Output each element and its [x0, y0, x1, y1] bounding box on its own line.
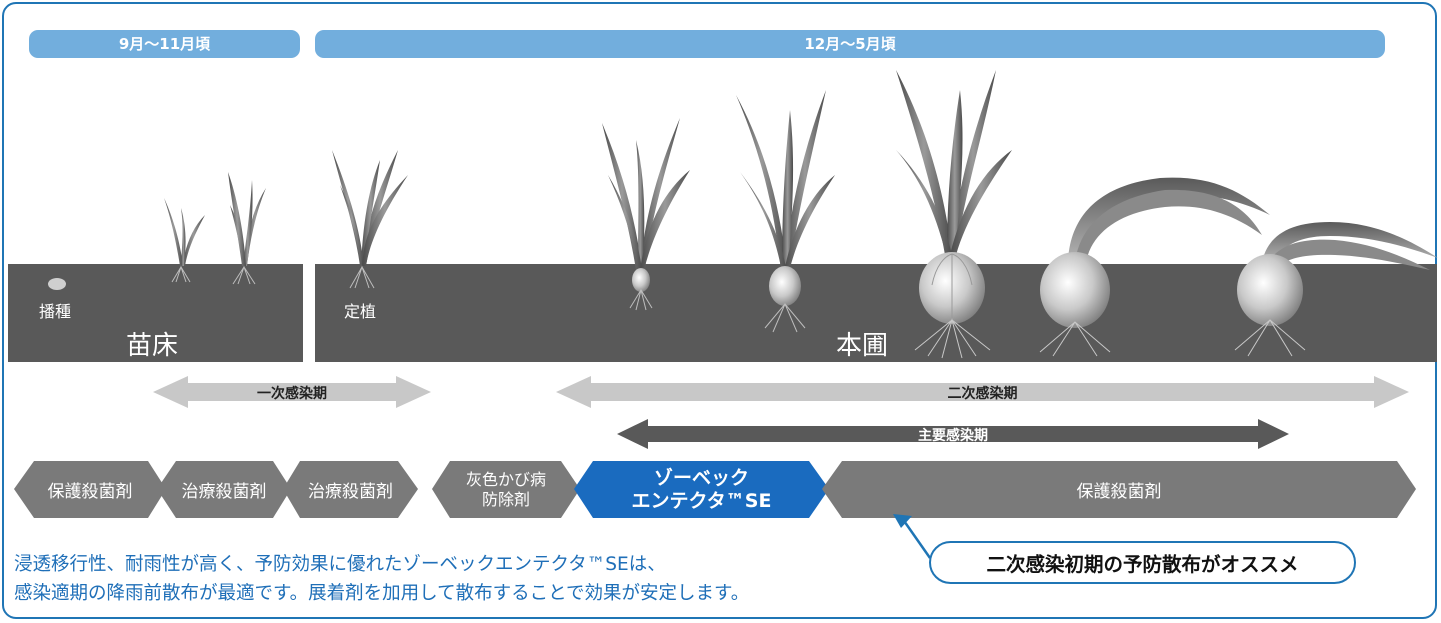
- callout-pointer-line: [900, 517, 932, 559]
- spray-label-curative-2: 治療殺菌剤: [308, 482, 393, 502]
- label-main-infection: 主要感染期: [918, 428, 988, 444]
- spray-hex-6: [822, 461, 1416, 518]
- primary-infection-arrow: [153, 376, 431, 408]
- period-nursery: 9月～11月頃: [29, 30, 300, 58]
- spray-label-zorvec-line2: エンテクタ™SE: [631, 489, 772, 512]
- spray-label-zorvec: ゾーベック エンテクタ™SE: [574, 461, 829, 518]
- label-primary-infection: 一次感染期: [257, 386, 327, 402]
- label-secondary-infection: 二次感染期: [947, 386, 1018, 402]
- spray-label-zorvec-line1: ゾーベック: [653, 466, 749, 489]
- spray-label-protective-2: 保護殺菌剤: [1076, 482, 1162, 502]
- description-line-1: 浸透移行性、耐雨性が高く、予防効果に優れたゾーベックエンテクタ™SEは、: [14, 554, 666, 575]
- period-field: 12月～5月頃: [315, 30, 1385, 58]
- seedling-medium-icon: [228, 172, 266, 285]
- spray-label-gray-mold-line1: 灰色かび病: [465, 469, 546, 489]
- description-line-2: 感染適期の降雨前散布が最適です。展着剤を加用して散布することで効果が安定します。: [14, 583, 750, 604]
- spray-hex-4: [432, 461, 580, 518]
- lodging-onion-icon: [1039, 177, 1270, 357]
- main-infection-arrow: [617, 419, 1289, 449]
- spray-label-gray-mold-line2: 防除剤: [481, 489, 530, 509]
- spray-label-gray-mold: 灰色かび病 防除剤: [432, 461, 580, 518]
- label-sowing: 播種: [39, 302, 72, 321]
- callout-pointer-arrowhead: [893, 514, 912, 528]
- spray-label-curative-1: 治療殺菌剤: [181, 482, 267, 502]
- label-nursery-bed: 苗床: [126, 331, 179, 361]
- spray-hex-2: [157, 461, 291, 518]
- spray-hex-5: [574, 461, 829, 518]
- spray-hex-3: [283, 461, 418, 518]
- label-transplant: 定植: [344, 302, 377, 321]
- growing-onion-icon: [736, 90, 835, 333]
- seed-icon: [48, 278, 66, 290]
- description-note: 浸透移行性、耐雨性が高く、予防効果に優れたゾーベックエンテクタ™SEは、 感染適…: [14, 550, 749, 608]
- mature-onion-icon: [896, 70, 1012, 359]
- secondary-infection-arrow: [556, 376, 1409, 408]
- fallen-onion-icon: [1234, 222, 1438, 357]
- transplant-plant-icon: [332, 150, 408, 289]
- spray-label-protective-1: 保護殺菌剤: [47, 482, 133, 502]
- spray-hex-1: [14, 461, 166, 518]
- recommendation-callout: 二次感染初期の予防散布がオススメ: [929, 541, 1356, 584]
- label-main-field: 本圃: [836, 331, 889, 361]
- seedling-small-icon: [164, 198, 205, 283]
- young-onion-icon: [602, 118, 690, 311]
